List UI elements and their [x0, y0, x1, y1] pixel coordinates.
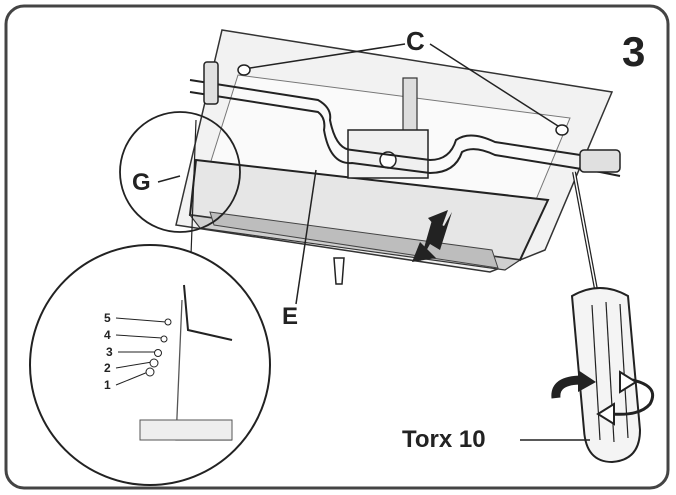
rail-right-end: [579, 149, 621, 173]
mounting-rail: [189, 79, 621, 163]
screw-left: [237, 64, 251, 76]
label-e: E: [282, 303, 298, 330]
position-3: 3: [106, 345, 113, 359]
adjust-arrow-icon: [412, 210, 452, 262]
position-2: 2: [104, 361, 111, 375]
detail-bracket: [183, 284, 233, 341]
rail-left-end: [203, 61, 219, 105]
mounting-rail-lower: [189, 91, 621, 177]
leader-e: [295, 169, 317, 305]
detail-base: [139, 419, 233, 441]
position-5: 5: [104, 311, 111, 325]
detail-circle-g: [119, 111, 241, 233]
leader-g: [157, 175, 181, 183]
leader-c-right: [429, 43, 559, 127]
step-number: 3: [622, 28, 645, 75]
position-list: 5 4 3 2 1: [104, 311, 172, 392]
label-c: C: [406, 26, 425, 56]
position-1: 1: [104, 378, 111, 392]
label-g: G: [132, 169, 151, 196]
leader-c-left: [249, 43, 406, 69]
rotate-arrow-icon: [551, 370, 655, 426]
position-4: 4: [104, 328, 111, 342]
screw-right: [555, 124, 569, 136]
label-tool: Torx 10: [402, 426, 486, 453]
screwdriver-shaft-hl: [573, 171, 599, 301]
screwdriver-handle: [570, 287, 642, 464]
small-bracket: [333, 257, 345, 285]
